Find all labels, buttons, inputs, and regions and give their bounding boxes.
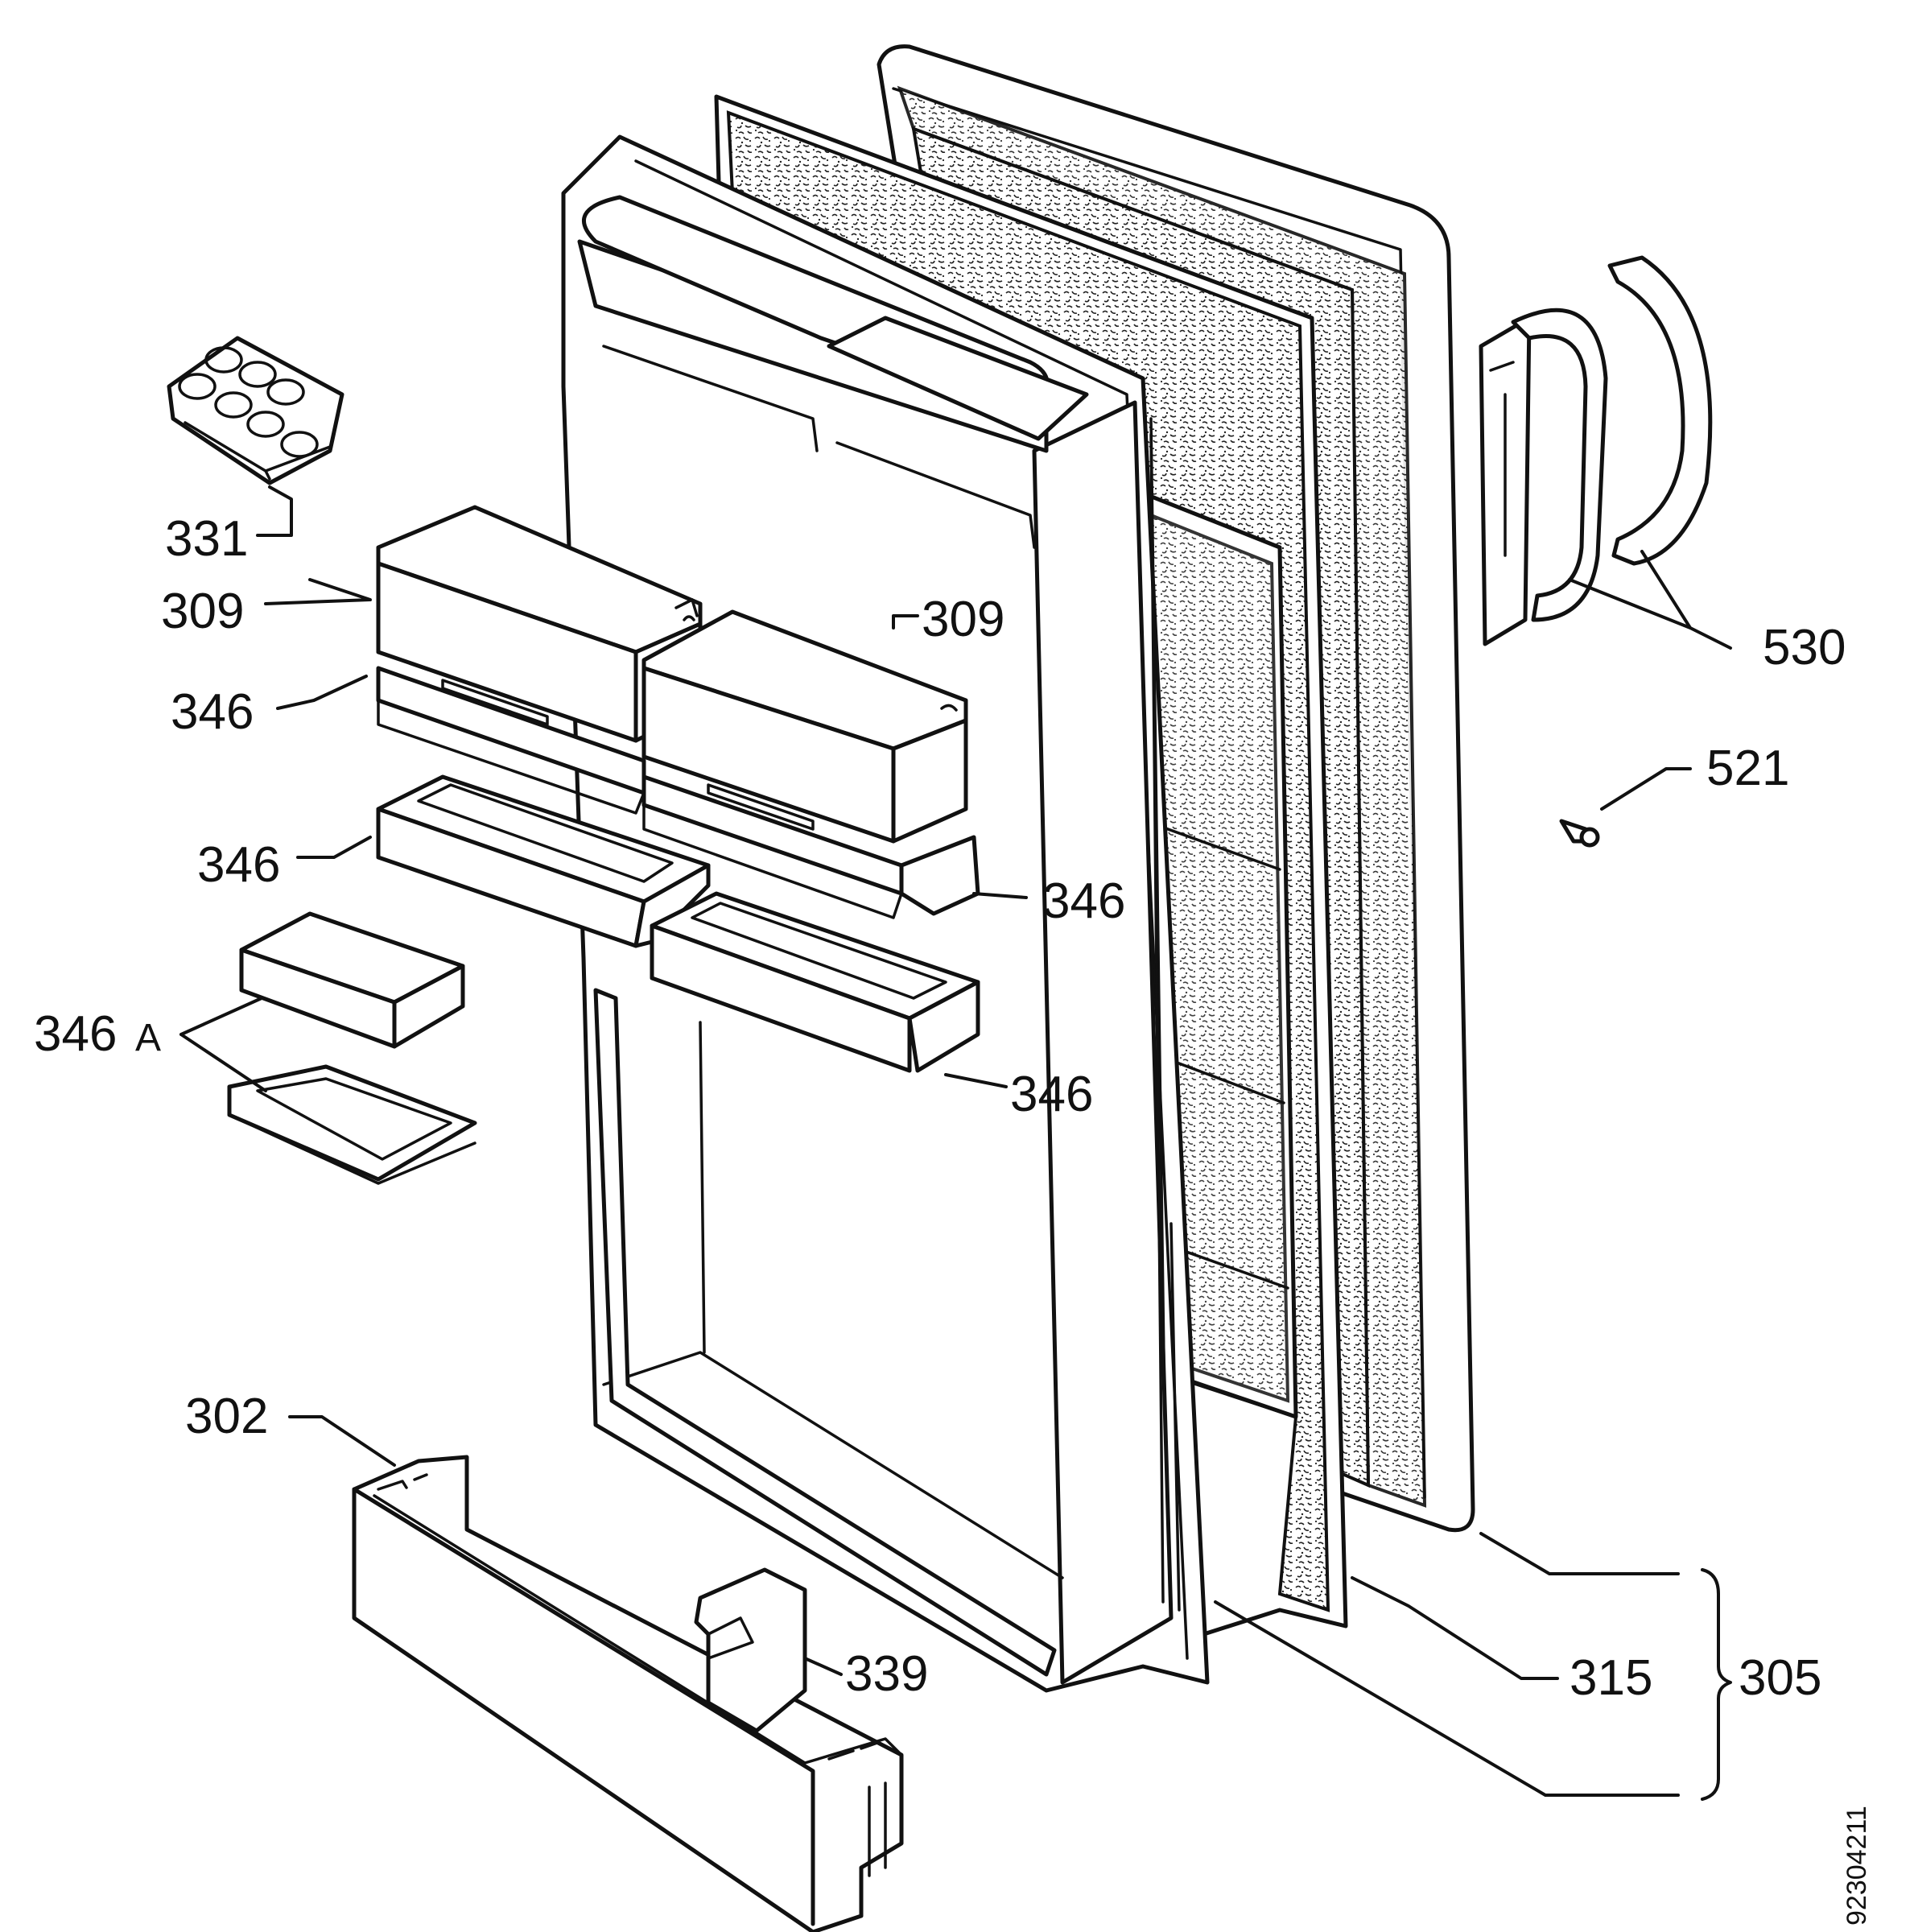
bottle-shelf-302 [352, 1455, 904, 1932]
document-number: 92304211 [1842, 1806, 1872, 1926]
label-309-left: 309 [161, 584, 244, 639]
label-530: 530 [1763, 620, 1846, 675]
label-346-upper: 346 [171, 684, 254, 740]
screw-521 [1559, 819, 1600, 848]
door-handle-530 [1479, 308, 1608, 646]
leader-lines [179, 485, 1732, 1801]
label-315: 315 [1570, 1650, 1652, 1706]
handle-cover-530 [1607, 255, 1713, 566]
label-305: 305 [1739, 1650, 1821, 1706]
butter-box-346a [239, 911, 465, 1049]
label-346a-number: 346 [34, 1006, 117, 1062]
shelf-346-lower-right [650, 891, 980, 1073]
clip-339 [694, 1567, 807, 1733]
shelf-346-right-rail [641, 774, 980, 919]
label-521: 521 [1706, 741, 1789, 796]
label-302: 302 [185, 1389, 268, 1444]
shelf-lid-309-right [641, 609, 968, 844]
part-labels: 331 309 309 346 346 346 346 346 A 530 52… [34, 511, 1846, 1706]
label-339: 339 [845, 1646, 928, 1702]
label-346-right-lower: 346 [1010, 1067, 1093, 1122]
egg-tray-331 [167, 336, 344, 485]
label-346a-suffix: A [135, 1017, 161, 1059]
butter-tray-346a [227, 1064, 477, 1185]
label-346-left: 346 [197, 837, 280, 893]
label-309-right: 309 [922, 592, 1004, 647]
label-346-right-upper: 346 [1042, 873, 1125, 929]
label-331: 331 [165, 511, 248, 567]
